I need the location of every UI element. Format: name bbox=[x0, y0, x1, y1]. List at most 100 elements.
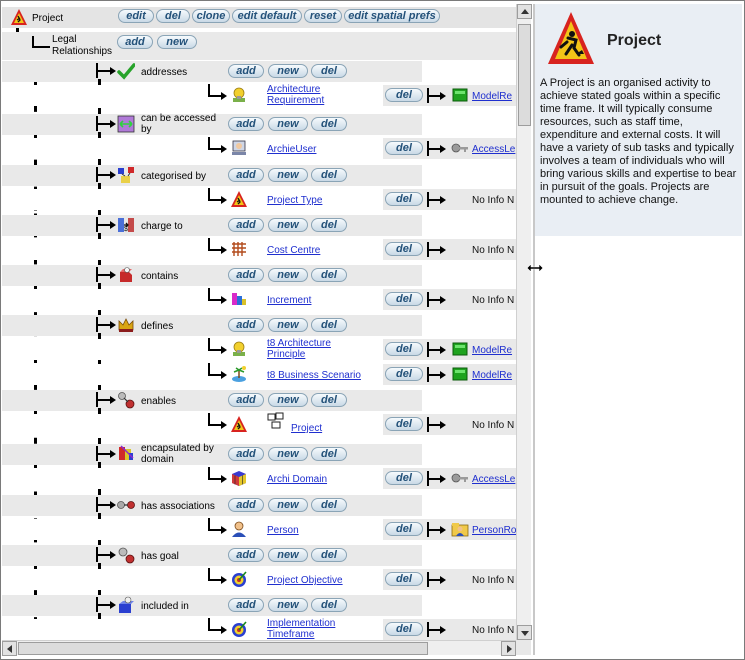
del-button[interactable]: del bbox=[385, 192, 423, 206]
reset-button[interactable]: reset bbox=[304, 9, 342, 23]
del-button[interactable]: del bbox=[385, 522, 423, 536]
del-button[interactable]: del bbox=[385, 242, 423, 256]
del-button[interactable]: del bbox=[385, 367, 423, 381]
horizontal-scroll-thumb[interactable] bbox=[18, 642, 428, 655]
edit-default-button[interactable]: edit default bbox=[232, 9, 302, 23]
vertical-scroll-thumb[interactable] bbox=[518, 24, 531, 126]
related-link[interactable]: ModelRe bbox=[472, 370, 513, 381]
related-link[interactable]: AccessLe bbox=[472, 144, 516, 155]
new-button[interactable]: new bbox=[268, 168, 308, 182]
scroll-left-button[interactable] bbox=[2, 641, 17, 656]
add-button[interactable]: add bbox=[228, 268, 264, 282]
new-button[interactable]: new bbox=[157, 35, 197, 49]
target-link[interactable]: Archi Domain bbox=[267, 474, 328, 485]
target-link[interactable]: ArchieUser bbox=[267, 144, 317, 155]
horizontal-scrollbar[interactable] bbox=[2, 640, 516, 656]
add-button[interactable]: add bbox=[228, 447, 264, 461]
target-link[interactable]: Project bbox=[291, 423, 323, 434]
relation-label: defines bbox=[141, 321, 174, 332]
del-button[interactable]: del bbox=[311, 168, 347, 182]
target-icon bbox=[230, 570, 248, 588]
target-link[interactable]: Project Type bbox=[267, 195, 323, 206]
relation-label: has associations bbox=[141, 501, 215, 512]
del-button[interactable]: del bbox=[385, 292, 423, 306]
del-button[interactable]: del bbox=[385, 572, 423, 586]
del-button[interactable]: del bbox=[311, 117, 347, 131]
related-link[interactable]: ModelRe bbox=[472, 91, 513, 102]
new-button[interactable]: new bbox=[268, 498, 308, 512]
target-link[interactable]: t8 Business Scenario bbox=[267, 370, 361, 381]
target-link[interactable]: Cost Centre bbox=[267, 245, 321, 256]
new-button[interactable]: new bbox=[268, 117, 308, 131]
new-button[interactable]: new bbox=[268, 318, 308, 332]
resize-cursor-icon bbox=[526, 262, 544, 274]
root-label: Project bbox=[32, 13, 64, 24]
del-button[interactable]: del bbox=[385, 417, 423, 431]
add-button[interactable]: add bbox=[228, 117, 264, 131]
edit-spatial-prefs-button[interactable]: edit spatial prefs bbox=[344, 9, 440, 23]
del-button[interactable]: del bbox=[385, 342, 423, 356]
edit-button[interactable]: edit bbox=[118, 9, 154, 23]
target-link[interactable]: t8 Architecture Principle bbox=[267, 338, 331, 360]
del-button[interactable]: del bbox=[311, 393, 347, 407]
new-button[interactable]: new bbox=[268, 598, 308, 612]
new-button[interactable]: new bbox=[268, 64, 308, 78]
related-link[interactable]: AccessLe bbox=[472, 474, 516, 485]
add-button[interactable]: add bbox=[228, 548, 264, 562]
person-icon bbox=[230, 520, 248, 538]
add-button[interactable]: add bbox=[228, 393, 264, 407]
del-button[interactable]: del bbox=[385, 88, 423, 102]
relation-label: encapsulated by domain bbox=[141, 443, 214, 465]
new-button[interactable]: new bbox=[268, 447, 308, 461]
relation-label: included in bbox=[141, 601, 189, 612]
roadwork-icon bbox=[230, 415, 248, 433]
add-button[interactable]: add bbox=[228, 498, 264, 512]
relation-label: has goal bbox=[141, 551, 179, 562]
new-button[interactable]: new bbox=[268, 218, 308, 232]
del-button[interactable]: del bbox=[311, 447, 347, 461]
target-link[interactable]: Increment bbox=[267, 295, 312, 306]
target-link[interactable]: Architecture Requirement bbox=[267, 84, 325, 106]
vertical-scrollbar[interactable] bbox=[516, 4, 532, 640]
new-button[interactable]: new bbox=[268, 548, 308, 562]
related-link[interactable]: ModelRe bbox=[472, 345, 513, 356]
target-link[interactable]: Project Objective bbox=[267, 575, 343, 586]
cube-icon bbox=[230, 469, 248, 487]
new-button[interactable]: new bbox=[268, 268, 308, 282]
goal-icon bbox=[117, 546, 135, 564]
del-button[interactable]: del bbox=[311, 598, 347, 612]
add-button[interactable]: add bbox=[228, 168, 264, 182]
related-link[interactable]: PersonRo bbox=[472, 525, 516, 536]
scroll-down-button[interactable] bbox=[517, 625, 532, 640]
del-button[interactable]: del bbox=[311, 548, 347, 562]
del-button[interactable]: del bbox=[311, 218, 347, 232]
tree-line bbox=[98, 333, 101, 390]
info-title: Project bbox=[607, 32, 662, 49]
del-button[interactable]: del bbox=[385, 471, 423, 485]
add-button[interactable]: add bbox=[228, 64, 264, 78]
clone-button[interactable]: clone bbox=[192, 9, 230, 23]
group-label: Legal bbox=[52, 34, 77, 45]
no-info-text: No Info N bbox=[472, 245, 515, 256]
new-button[interactable]: new bbox=[268, 393, 308, 407]
green-box-icon bbox=[451, 86, 469, 104]
del-button[interactable]: del bbox=[311, 318, 347, 332]
del-button[interactable]: del bbox=[311, 64, 347, 78]
del-button[interactable]: del bbox=[385, 141, 423, 155]
del-button[interactable]: del bbox=[156, 9, 190, 23]
del-button[interactable]: del bbox=[311, 268, 347, 282]
scroll-up-button[interactable] bbox=[517, 4, 532, 19]
user-pc-icon bbox=[230, 139, 248, 157]
charge-icon: $ bbox=[117, 216, 135, 234]
del-button[interactable]: del bbox=[311, 498, 347, 512]
target-link[interactable]: Person bbox=[267, 525, 299, 536]
scroll-right-button[interactable] bbox=[501, 641, 516, 656]
del-button[interactable]: del bbox=[385, 622, 423, 636]
assoc-icon bbox=[117, 496, 135, 514]
add-button[interactable]: add bbox=[228, 218, 264, 232]
target-link[interactable]: Implementation Timeframe bbox=[267, 618, 336, 640]
add-button[interactable]: add bbox=[117, 35, 153, 49]
panel-splitter[interactable] bbox=[533, 4, 535, 655]
add-button[interactable]: add bbox=[228, 318, 264, 332]
add-button[interactable]: add bbox=[228, 598, 264, 612]
